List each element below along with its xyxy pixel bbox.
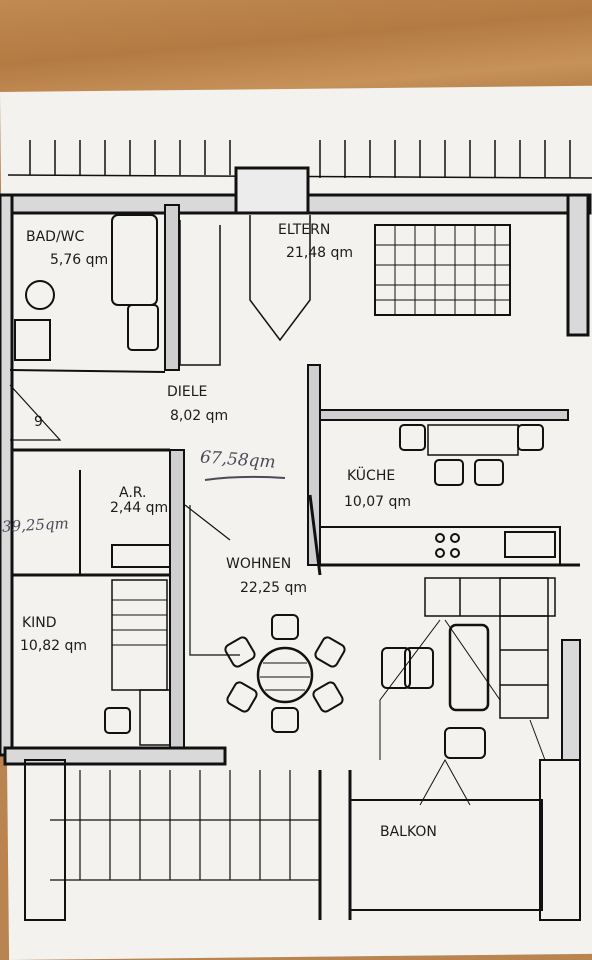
- room-name-diele: DIELE: [167, 384, 208, 400]
- child-bed: [111, 579, 168, 691]
- wall-left: [0, 193, 14, 757]
- room-name-balkon: BALKON: [380, 824, 437, 840]
- room-area-wohnen: 22,25 qm: [240, 580, 308, 596]
- room-name-bad: BAD/WC: [26, 229, 85, 245]
- dining-table: [256, 646, 314, 704]
- room-area-kind: 10,82 qm: [20, 638, 88, 654]
- wall-bath-right: [164, 204, 180, 371]
- handwritten-underline: [204, 475, 286, 481]
- double-bed: [374, 224, 511, 316]
- bathtub: [111, 214, 158, 306]
- room-name-kind: KIND: [22, 615, 57, 631]
- handwritten-side-area: 39,25qm: [1, 514, 70, 536]
- balcony-outline: [349, 799, 543, 911]
- kitchen-table: [427, 424, 519, 456]
- toilet: [25, 280, 55, 310]
- wall-right-lower: [561, 639, 581, 761]
- room-name-kueche: KÜCHE: [347, 468, 396, 484]
- room-area-eltern: 21,48 qm: [286, 245, 354, 261]
- stair-label: 9: [34, 414, 43, 430]
- chimney: [234, 166, 310, 215]
- wall-ar-right: [169, 449, 185, 761]
- coffee-table: [448, 623, 490, 712]
- kitchen-counter: [319, 526, 561, 566]
- room-area-ar: 2,44 qm: [110, 500, 169, 516]
- sofa: [424, 577, 556, 719]
- room-name-ar: A.R.: [119, 485, 147, 501]
- room-area-diele: 8,02 qm: [170, 408, 229, 424]
- storage-shelf: [111, 544, 171, 568]
- balcony-railing: [50, 770, 320, 881]
- wall-bottom-left: [3, 746, 227, 766]
- room-name-wohnen: WOHNEN: [226, 556, 292, 572]
- room-area-kueche: 10,07 qm: [344, 494, 412, 510]
- room-name-eltern: ELTERN: [278, 222, 331, 238]
- sink: [127, 304, 159, 351]
- wall-kitchen-top: [317, 409, 569, 421]
- room-area-bad: 5,76 qm: [50, 252, 109, 268]
- wall-right: [566, 193, 590, 337]
